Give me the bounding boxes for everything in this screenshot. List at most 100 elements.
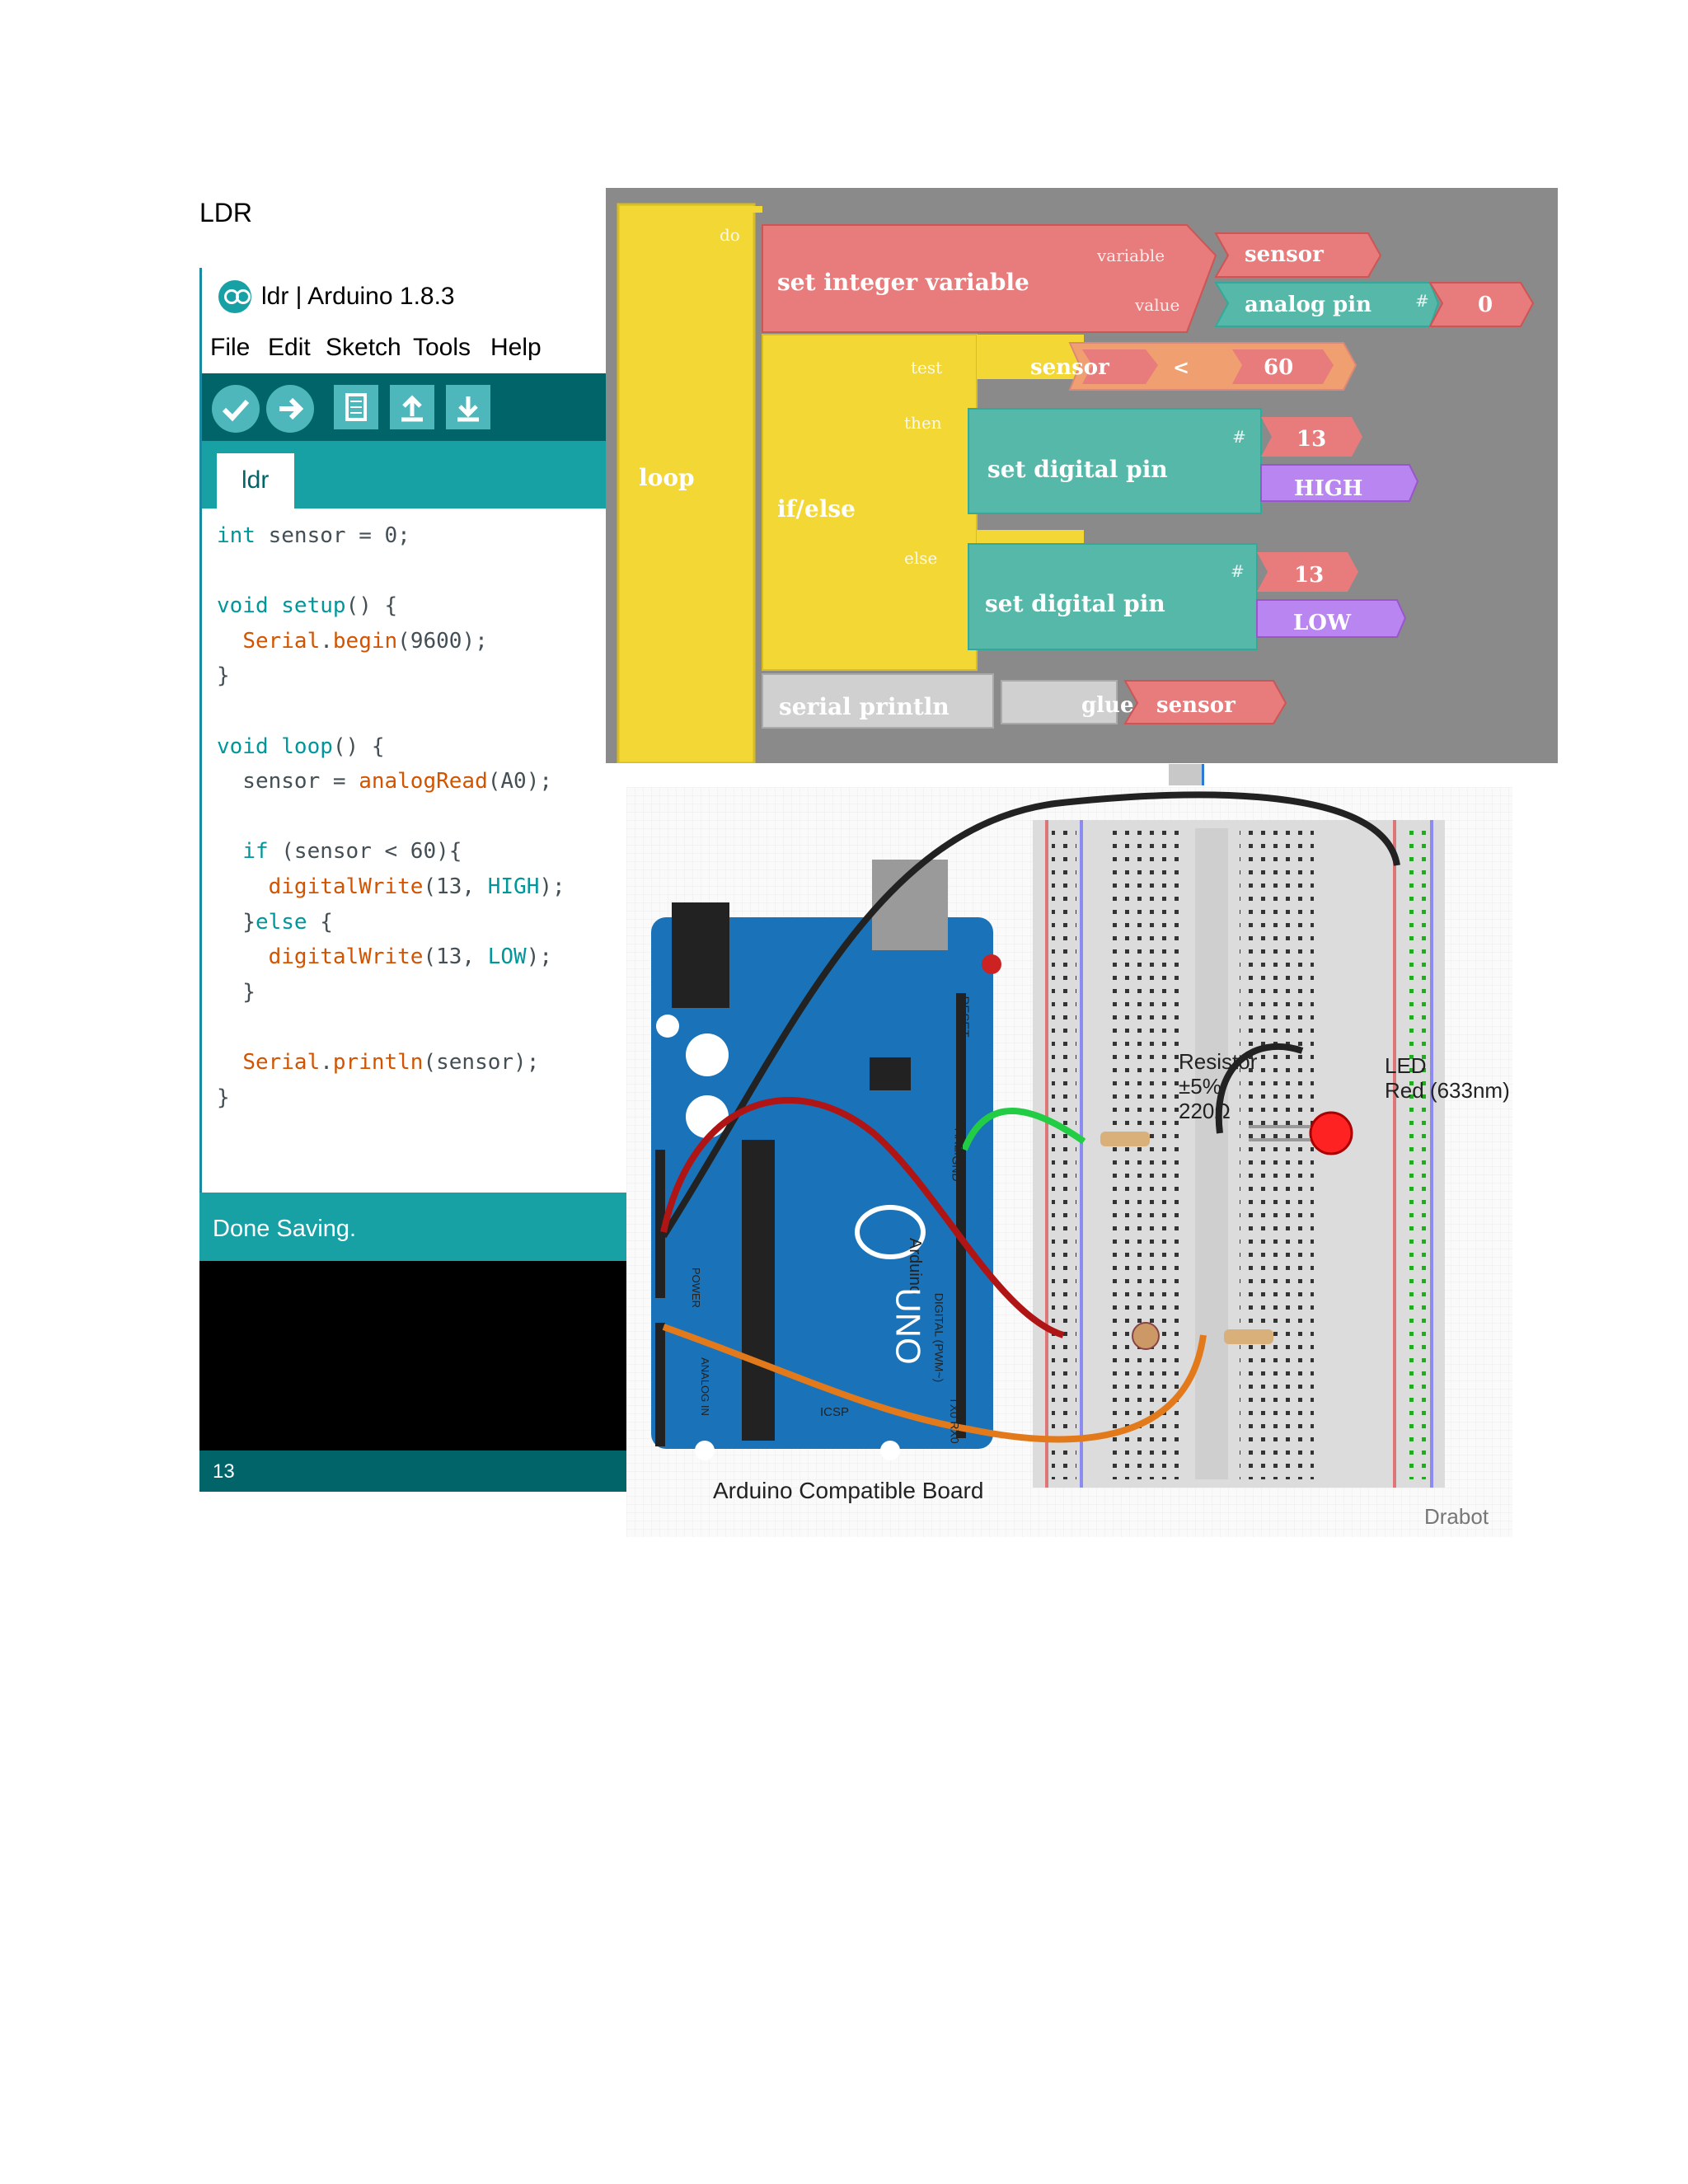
open-button[interactable]: [390, 385, 434, 429]
resistor-label-line1: Resistor: [1179, 1049, 1258, 1074]
code-keyword: void: [217, 593, 269, 619]
arrow-right-icon: [279, 397, 304, 420]
lt-operator: <: [1173, 355, 1190, 379]
page-title: LDR: [199, 198, 253, 227]
verify-button[interactable]: [212, 385, 260, 433]
checkmark-icon: [222, 399, 250, 422]
pin13-low-block: [1257, 552, 1358, 592]
scroll-indicator: [1202, 764, 1204, 785]
menu-edit[interactable]: Edit: [268, 334, 311, 361]
black-led-wire: [1215, 1043, 1304, 1134]
board-label-analog: ANALOG IN: [698, 1357, 711, 1416]
loop-label: loop: [639, 464, 695, 491]
red-led: [1309, 1111, 1353, 1155]
sensor-print-block: [1123, 680, 1287, 724]
led-label-line2: Red (633nm): [1385, 1078, 1510, 1103]
board-label-power: POWER: [690, 1267, 703, 1309]
line-number: 13: [213, 1460, 235, 1483]
serial-println-label: serial println: [779, 693, 950, 720]
save-button[interactable]: [446, 385, 490, 429]
do-label: do: [720, 225, 740, 245]
orange-wire: [662, 1324, 1207, 1443]
code-constant: HIGH: [487, 874, 540, 899]
code-function: Serial: [242, 1049, 321, 1075]
if-else-block: [762, 334, 978, 671]
footer-bar: 13: [199, 1451, 626, 1492]
resistor-220: [1100, 1132, 1150, 1146]
code-function: println: [332, 1049, 424, 1075]
set-int-label: set integer variable: [777, 269, 1029, 296]
sensor-cond-text: sensor: [1030, 355, 1109, 380]
code-line-3: void setup() {: [217, 593, 398, 619]
console-output[interactable]: [199, 1261, 626, 1451]
glue-block: [1001, 680, 1118, 724]
board-label-aref: AREF: [952, 1128, 966, 1160]
board-label: Arduino Compatible Board: [713, 1478, 984, 1503]
board-label-gnd: GND: [950, 1155, 964, 1182]
blocks-shapes: [617, 203, 1535, 763]
board-label-icsp: ICSP: [820, 1405, 850, 1419]
menu-sketch[interactable]: Sketch: [326, 334, 401, 361]
arduino-infinity-logo: [855, 1205, 926, 1259]
menu-tools[interactable]: Tools: [413, 334, 471, 361]
pin13-low-text: 13: [1294, 563, 1325, 588]
code-keyword: else: [255, 909, 307, 935]
sixty-text: 60: [1264, 355, 1294, 380]
code-keyword: void: [217, 733, 269, 759]
pin13-high-block: [1261, 417, 1362, 457]
set-pin-low-block: [968, 543, 1258, 650]
code-keyword: int: [217, 523, 256, 548]
arduino-logo-icon: [218, 280, 251, 313]
arrow-down-icon: [457, 396, 479, 422]
zero-text: 0: [1478, 293, 1493, 317]
zero-block: [1428, 282, 1535, 327]
sensor-var-block: [1214, 232, 1382, 278]
loop-block: [617, 203, 756, 763]
resistor-ldr: [1224, 1329, 1273, 1344]
board-label-uno: UNO: [889, 1287, 928, 1365]
test-slot: [977, 335, 1084, 555]
status-text: Done Saving.: [213, 1216, 357, 1242]
low-block: [1256, 599, 1407, 638]
value-label: value: [1135, 295, 1180, 315]
document-icon: [345, 393, 367, 421]
sensor-cond-block: [1082, 349, 1158, 384]
tab-ldr[interactable]: ldr: [217, 453, 294, 509]
then-label: then: [904, 413, 942, 433]
board-label-icsp2: ICSP2: [954, 1019, 969, 1056]
loop-block-arm: [692, 206, 762, 213]
menu-file[interactable]: File: [210, 334, 251, 361]
scroll-handle[interactable]: [1169, 764, 1202, 785]
hash-low-label: #: [1231, 561, 1245, 581]
blocks-panel: loop do set integer variable variable va…: [606, 188, 1558, 763]
board-label-digital: DIGITAL (PWM~): [932, 1292, 946, 1383]
tab-bar: ldr: [202, 441, 629, 509]
arrow-up-icon: [401, 395, 423, 422]
set-pin-high-label: set digital pin: [987, 456, 1168, 483]
code-function: digitalWrite: [268, 944, 424, 970]
set-pin-low-label: set digital pin: [985, 590, 1165, 617]
sixty-block: [1232, 349, 1334, 384]
hash-label: #: [1415, 291, 1429, 311]
if-else-label: if/else: [777, 495, 856, 523]
set-int-block: [762, 224, 1217, 333]
watermark: Drabot: [1424, 1504, 1489, 1529]
board-label-arduino: Arduino: [905, 1238, 924, 1295]
ldr-sensor: [1132, 1322, 1160, 1350]
code-line-1: int sensor = 0;: [217, 523, 410, 548]
high-block: [1260, 464, 1419, 502]
glue-label: glue: [1081, 693, 1134, 718]
upload-button[interactable]: [266, 385, 314, 433]
code-function: digitalWrite: [268, 874, 424, 899]
code-keyword: if: [242, 839, 269, 865]
board-label-rx0: RX0: [948, 1421, 962, 1444]
serial-println-block: [762, 673, 994, 729]
else-label: else: [904, 548, 938, 568]
new-button[interactable]: [334, 385, 378, 429]
led-label-line1: LED: [1385, 1053, 1427, 1078]
circuit-drawing: [626, 787, 1512, 1537]
resistor-label-line3: 220Ω: [1179, 1099, 1231, 1123]
menu-help[interactable]: Help: [490, 334, 542, 361]
set-pin-high-block: [968, 408, 1262, 514]
low-text: LOW: [1293, 611, 1352, 635]
